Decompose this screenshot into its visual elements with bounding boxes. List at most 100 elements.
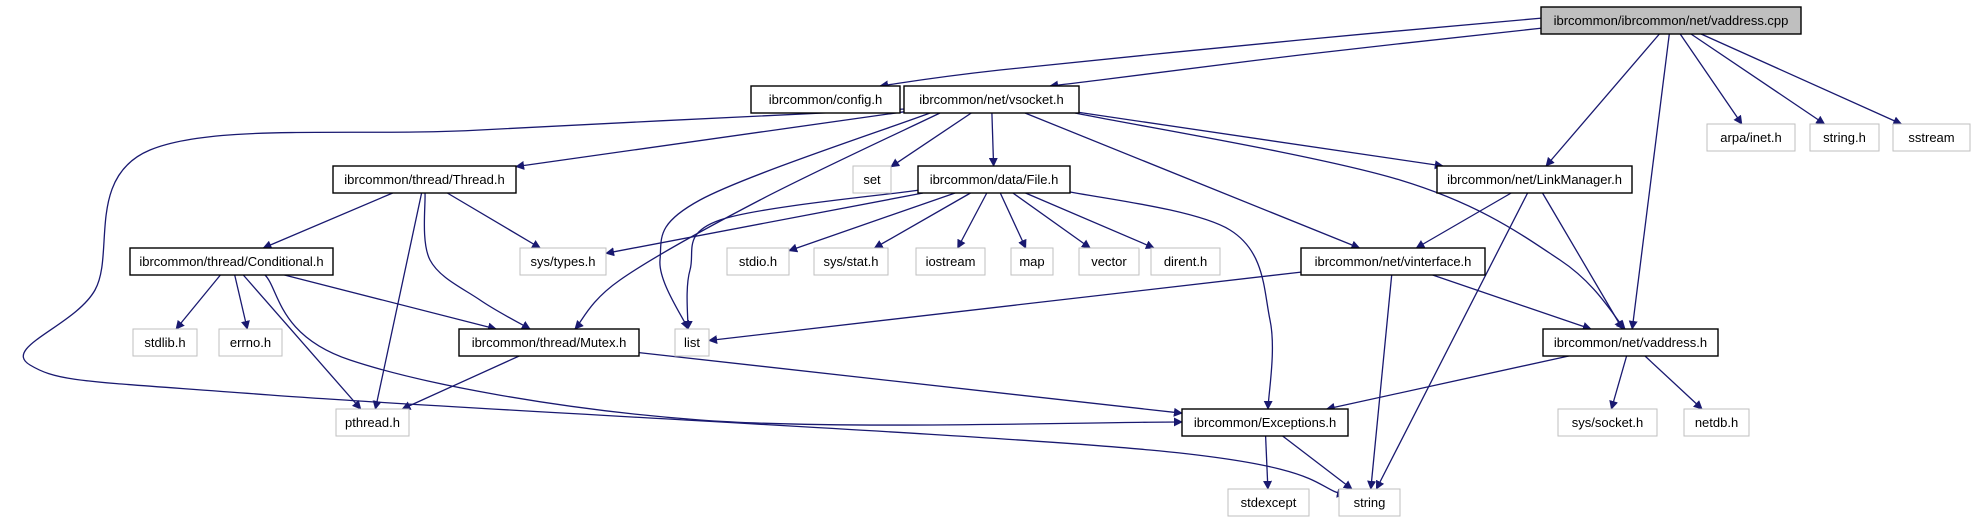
- node-netdb-h: netdb.h: [1683, 408, 1750, 437]
- node-label: ibrcommon/thread/Mutex.h: [472, 335, 627, 350]
- node-box: [1338, 488, 1401, 517]
- node-set: set: [852, 165, 892, 194]
- node-exceptions-h[interactable]: ibrcommon/Exceptions.h: [1181, 408, 1349, 437]
- edge-thread-h-to-pthread-h: [372, 192, 423, 410]
- edge-vsocket-h-to-mutex-h: [574, 112, 941, 330]
- node-vsocket-h[interactable]: ibrcommon/net/vsocket.h: [903, 85, 1080, 114]
- edge-thread-h-to-sys-types-h: [446, 192, 541, 249]
- edge-file-h-to-iostream: [957, 192, 988, 249]
- node-box: [1540, 6, 1802, 35]
- node-box: [1809, 123, 1880, 152]
- edge-file-h-to-sys-types-h: [605, 192, 924, 257]
- node-pthread-h: pthread.h: [335, 408, 410, 437]
- node-label: stdexcept: [1241, 495, 1297, 510]
- node-box: [1892, 123, 1971, 152]
- node-label: ibrcommon/net/vsocket.h: [919, 92, 1064, 107]
- node-file-h[interactable]: ibrcommon/data/File.h: [917, 165, 1071, 194]
- edge-vaddress-cpp-to-sstream: [1700, 33, 1903, 125]
- edge-vaddress-cpp-to-vsocket-h: [1049, 27, 1544, 90]
- edge-vinterface-h-to-string: [1367, 274, 1393, 490]
- node-box: [129, 247, 334, 276]
- node-stdio-h: stdio.h: [726, 247, 790, 276]
- edge-vaddress-cpp-to-linkmanager-h: [1545, 33, 1660, 167]
- node-label: arpa/inet.h: [1720, 130, 1781, 145]
- node-box: [458, 328, 640, 357]
- node-label: ibrcommon/Exceptions.h: [1194, 415, 1336, 430]
- node-label: sstream: [1908, 130, 1954, 145]
- edge-file-h-to-sys-stat-h: [873, 192, 971, 249]
- node-label: sys/stat.h: [824, 254, 879, 269]
- edge-vaddress-cpp-to-arpa-inet-h: [1679, 33, 1743, 125]
- node-box: [852, 165, 892, 194]
- node-vinterface-h[interactable]: ibrcommon/net/vinterface.h: [1300, 247, 1486, 276]
- edge-vsocket-h-to-linkmanager-h: [1078, 111, 1444, 170]
- node-box: [813, 247, 889, 276]
- edge-vaddress-cpp-to-config-h: [879, 17, 1544, 90]
- node-iostream: iostream: [915, 247, 986, 276]
- node-box: [1150, 247, 1221, 276]
- node-thread-h[interactable]: ibrcommon/thread/Thread.h: [332, 165, 517, 194]
- edge-mutex-h-to-exceptions-h: [638, 351, 1183, 417]
- edge-conditional-h-to-exceptions-h: [264, 274, 1183, 427]
- node-box: [1181, 408, 1349, 437]
- edge-linkmanager-h-to-vinterface-h: [1415, 192, 1512, 249]
- edge-vaddress-cpp-to-vaddress-h: [1628, 33, 1670, 330]
- node-config-h[interactable]: ibrcommon/config.h: [750, 85, 901, 114]
- node-box: [1300, 247, 1486, 276]
- node-vaddress-cpp[interactable]: ibrcommon/ibrcommon/net/vaddress.cpp: [1540, 6, 1802, 35]
- node-box: [1078, 247, 1140, 276]
- node-box: [1706, 123, 1796, 152]
- edge-file-h-to-vector: [1012, 192, 1091, 249]
- node-label: ibrcommon/net/vaddress.h: [1554, 335, 1707, 350]
- node-box: [1436, 165, 1633, 194]
- node-label: dirent.h: [1164, 254, 1207, 269]
- node-label: vector: [1091, 254, 1127, 269]
- edge-thread-h-to-mutex-h: [423, 192, 531, 330]
- edge-vsocket-h-to-vinterface-h: [1024, 112, 1361, 250]
- node-label: netdb.h: [1695, 415, 1738, 430]
- node-label: string: [1354, 495, 1386, 510]
- edge-conditional-h-to-pthread-h: [242, 274, 362, 410]
- edge-vinterface-h-to-list: [708, 271, 1302, 345]
- edge-vaddress-h-to-netdb-h: [1644, 355, 1703, 410]
- node-stdexcept: stdexcept: [1227, 488, 1310, 517]
- node-label: sys/types.h: [530, 254, 595, 269]
- node-sys-types-h: sys/types.h: [519, 247, 607, 276]
- node-stdlib-h: stdlib.h: [132, 328, 198, 357]
- node-conditional-h[interactable]: ibrcommon/thread/Conditional.h: [129, 247, 334, 276]
- edge-file-h-to-map: [999, 192, 1027, 249]
- node-label: errno.h: [230, 335, 271, 350]
- node-sstream: sstream: [1892, 123, 1971, 152]
- node-mutex-h[interactable]: ibrcommon/thread/Mutex.h: [458, 328, 640, 357]
- node-map: map: [1010, 247, 1054, 276]
- node-linkmanager-h[interactable]: ibrcommon/net/LinkManager.h: [1436, 165, 1633, 194]
- edge-linkmanager-h-to-vaddress-h: [1541, 192, 1624, 330]
- node-box: [674, 328, 710, 357]
- node-sys-socket-h: sys/socket.h: [1557, 408, 1658, 437]
- node-box: [1557, 408, 1658, 437]
- node-box: [335, 408, 410, 437]
- node-box: [218, 328, 283, 357]
- node-label: iostream: [926, 254, 976, 269]
- node-label: pthread.h: [345, 415, 400, 430]
- edge-file-h-to-dirent-h: [1025, 192, 1155, 249]
- node-list: list: [674, 328, 710, 357]
- node-label: ibrcommon/net/vinterface.h: [1315, 254, 1472, 269]
- node-box: [519, 247, 607, 276]
- edge-layer: [22, 17, 1903, 498]
- node-box: [1010, 247, 1054, 276]
- edge-linkmanager-h-to-string: [1375, 192, 1529, 490]
- node-layer: ibrcommon/ibrcommon/net/vaddress.cpp ibrc…: [129, 6, 1971, 517]
- node-vector: vector: [1078, 247, 1140, 276]
- node-label: ibrcommon/ibrcommon/net/vaddress.cpp: [1554, 13, 1789, 28]
- edge-vsocket-h-to-thread-h: [515, 111, 905, 170]
- node-label: string.h: [1823, 130, 1866, 145]
- node-label: stdio.h: [739, 254, 777, 269]
- edge-vinterface-h-to-vaddress-h: [1432, 274, 1592, 331]
- node-box: [332, 165, 517, 194]
- node-label: map: [1019, 254, 1044, 269]
- edge-conditional-h-to-stdlib-h: [175, 274, 221, 330]
- node-vaddress-h[interactable]: ibrcommon/net/vaddress.h: [1542, 328, 1719, 357]
- edge-exceptions-h-to-string: [1282, 435, 1353, 490]
